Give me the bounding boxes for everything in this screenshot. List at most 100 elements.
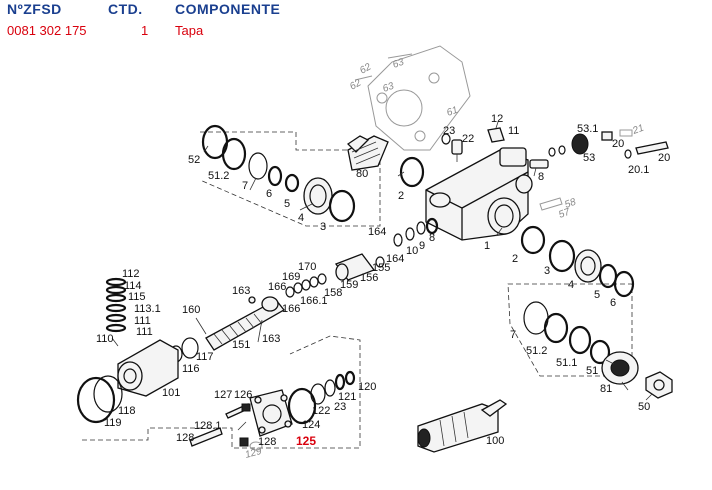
callout-5-upper[interactable]: 5 xyxy=(284,198,290,210)
callout-151[interactable]: 151 xyxy=(232,339,250,351)
callout-4-upper[interactable]: 4 xyxy=(298,212,304,224)
callout-125-highlight[interactable]: 125 xyxy=(296,434,316,448)
ring-51 xyxy=(589,339,611,365)
callout-124[interactable]: 124 xyxy=(302,419,320,431)
callout-169[interactable]: 169 xyxy=(282,271,300,283)
callout-128-a[interactable]: 128 xyxy=(176,432,194,444)
callout-155[interactable]: 155 xyxy=(372,262,390,274)
callout-50[interactable]: 50 xyxy=(638,401,650,413)
callout-6-lower[interactable]: 6 xyxy=(610,297,616,309)
callout-7-lower[interactable]: 7 xyxy=(510,329,516,341)
callout-159[interactable]: 159 xyxy=(340,279,358,291)
callout-121[interactable]: 121 xyxy=(338,391,356,403)
callout-23-upper[interactable]: 23 xyxy=(443,125,455,137)
callout-163-a[interactable]: 163 xyxy=(232,285,250,297)
callout-111-a[interactable]: 111 xyxy=(134,315,151,327)
ghost-callout-63-b: 63 xyxy=(381,81,396,95)
callout-126[interactable]: 126 xyxy=(234,389,252,401)
assembly-100 xyxy=(417,399,508,453)
callout-51-1[interactable]: 51.1 xyxy=(556,357,577,369)
callout-9[interactable]: 9 xyxy=(419,240,425,252)
callout-51-2-upper[interactable]: 51.2 xyxy=(208,170,229,182)
callout-116[interactable]: 116 xyxy=(182,363,200,375)
callout-23-lower[interactable]: 23 xyxy=(334,401,346,413)
callout-8-mid[interactable]: 8 xyxy=(429,232,435,244)
callout-164-b[interactable]: 164 xyxy=(386,253,404,265)
callout-4-lower[interactable]: 4 xyxy=(568,279,574,291)
callout-5-lower[interactable]: 5 xyxy=(594,289,600,301)
ghost-129 xyxy=(249,441,263,451)
ring-5-upper xyxy=(284,173,300,193)
callout-2-lower[interactable]: 2 xyxy=(512,253,518,265)
bolt-128-1 xyxy=(189,427,223,447)
callout-128-1[interactable]: 128.1 xyxy=(194,420,222,432)
callout-100[interactable]: 100 xyxy=(486,435,504,447)
callout-156[interactable]: 156 xyxy=(360,272,378,284)
callout-158[interactable]: 158 xyxy=(324,287,342,299)
callout-160[interactable]: 160 xyxy=(182,304,200,316)
callout-22[interactable]: 22 xyxy=(462,133,474,145)
callout-110[interactable]: 110 xyxy=(96,333,114,345)
callout-6-upper[interactable]: 6 xyxy=(266,188,272,200)
rings-166-series xyxy=(285,273,327,298)
callout-2-upper[interactable]: 2 xyxy=(398,190,404,202)
ring-6-lower xyxy=(613,270,635,298)
cap-53 xyxy=(571,133,589,155)
spool-160 xyxy=(205,296,285,351)
callout-53-1[interactable]: 53.1 xyxy=(577,123,598,135)
callout-112[interactable]: 112 xyxy=(122,268,140,280)
callout-127[interactable]: 127 xyxy=(214,389,232,401)
callout-113-1[interactable]: 113.1 xyxy=(134,303,161,315)
callout-3-upper[interactable]: 3 xyxy=(320,221,326,233)
ghost-callout-61: 61 xyxy=(445,105,459,119)
callout-115[interactable]: 115 xyxy=(128,291,146,303)
callout-81[interactable]: 81 xyxy=(600,383,612,395)
callout-53[interactable]: 53 xyxy=(583,152,595,164)
callout-20-a[interactable]: 20 xyxy=(612,138,624,150)
row-code[interactable]: 0081 302 175 xyxy=(7,23,87,38)
header-qty: CTD. xyxy=(108,1,143,17)
callout-7-upper[interactable]: 7 xyxy=(242,180,248,192)
ring-23-upper xyxy=(441,133,451,145)
callout-51-2-lower[interactable]: 51.2 xyxy=(526,345,547,357)
callout-51[interactable]: 51 xyxy=(586,365,598,377)
callout-119[interactable]: 119 xyxy=(104,417,122,429)
callout-117[interactable]: 117 xyxy=(196,351,214,363)
callout-111-b[interactable]: 111 xyxy=(136,326,153,338)
callout-166-b[interactable]: 166 xyxy=(282,303,300,315)
callout-164-a[interactable]: 164 xyxy=(368,226,386,238)
ring-23-lower xyxy=(334,373,346,391)
callout-20-1[interactable]: 20.1 xyxy=(628,164,649,176)
callout-166-1[interactable]: 166.1 xyxy=(300,295,328,307)
callout-118[interactable]: 118 xyxy=(118,405,136,417)
ring-8-mid xyxy=(425,217,439,235)
housing-81 xyxy=(601,351,639,385)
callout-163-b[interactable]: 163 xyxy=(262,333,280,345)
callout-3-lower[interactable]: 3 xyxy=(544,265,550,277)
callout-20-b[interactable]: 20 xyxy=(658,152,670,164)
callout-12[interactable]: 12 xyxy=(491,113,503,125)
sleeve-155 xyxy=(334,253,376,281)
callout-166-a[interactable]: 166 xyxy=(268,281,286,293)
callout-11[interactable]: 11 xyxy=(508,125,519,137)
row-qty: 1 xyxy=(141,23,149,38)
ring-120 xyxy=(344,370,356,386)
callout-52[interactable]: 52 xyxy=(188,154,200,166)
callout-114[interactable]: 114 xyxy=(124,280,142,292)
callout-122[interactable]: 122 xyxy=(312,405,330,417)
callout-80[interactable]: 80 xyxy=(356,168,368,180)
callout-10[interactable]: 10 xyxy=(406,245,418,257)
callout-101[interactable]: 101 xyxy=(162,387,180,399)
nut-128 xyxy=(239,437,249,447)
callout-8-upper[interactable]: 8 xyxy=(538,171,544,183)
callout-170[interactable]: 170 xyxy=(298,261,316,273)
callout-120[interactable]: 120 xyxy=(358,381,376,393)
callout-1[interactable]: 1 xyxy=(484,240,490,252)
body-101 xyxy=(117,339,179,397)
ring-7-upper xyxy=(248,152,268,180)
ring-119 xyxy=(76,376,116,424)
row-component[interactable]: Tapa xyxy=(175,23,204,38)
leader-lines xyxy=(111,121,653,431)
callout-128-b[interactable]: 128 xyxy=(258,436,276,448)
